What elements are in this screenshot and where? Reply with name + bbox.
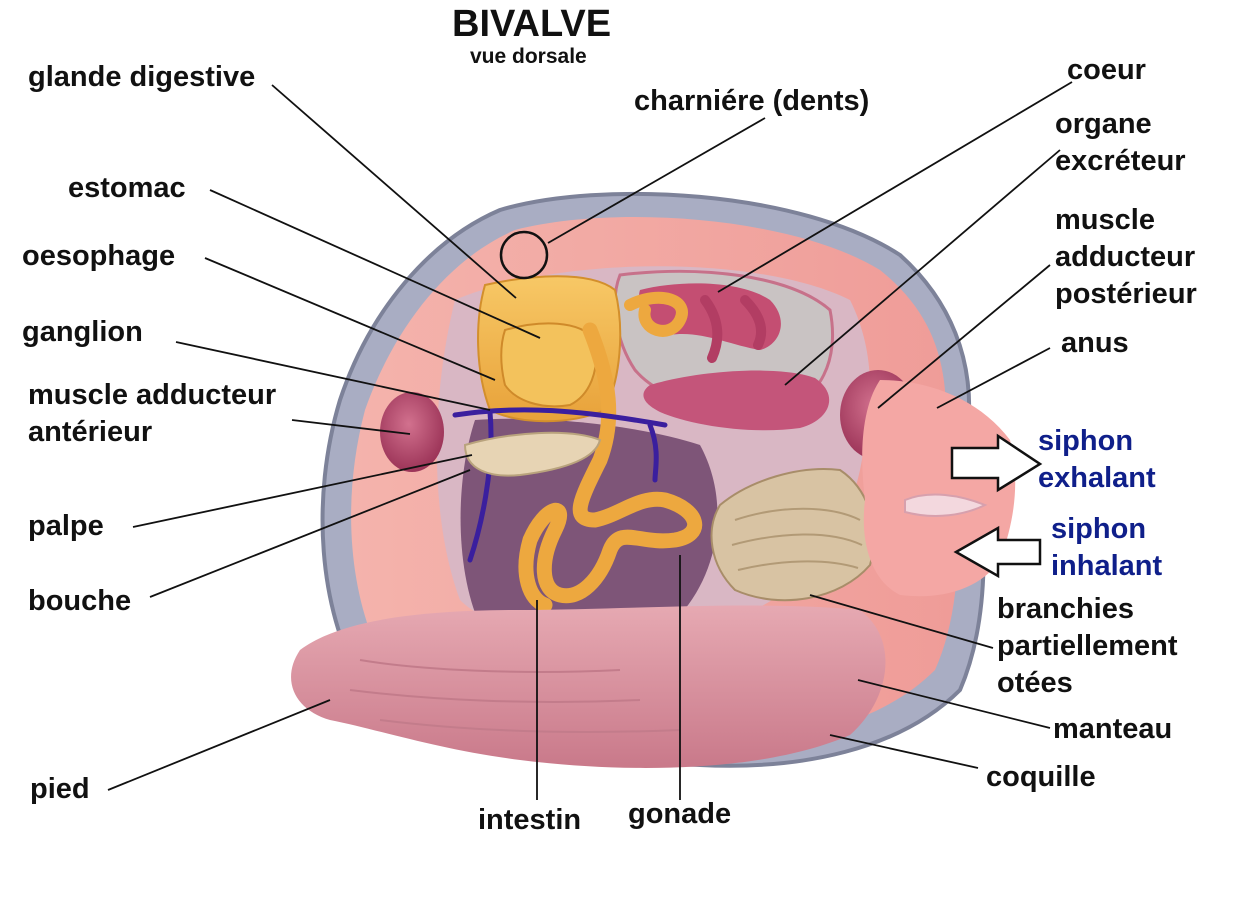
label-coeur: coeur: [1067, 54, 1146, 86]
stomach-shape: [500, 322, 598, 408]
leader-lines: [107, 81, 1073, 800]
foot-texture: [349, 659, 681, 733]
leader-coquille: [829, 734, 979, 769]
label-muscle-post-3: postérieur: [1055, 278, 1197, 310]
label-siphon-inhalant-2: inhalant: [1051, 550, 1163, 582]
siphon-opening-shape: [904, 493, 988, 517]
label-organe-2: excréteur: [1055, 145, 1186, 177]
leader-muscle-post: [877, 264, 1051, 409]
label-organe-1: organe: [1055, 108, 1152, 140]
label-anus: anus: [1061, 327, 1129, 359]
foot-shape: [291, 605, 886, 768]
leader-coeur: [717, 81, 1073, 293]
label-charniere: charniére (dents): [634, 85, 870, 117]
leader-anus: [936, 347, 1051, 409]
leader-palpe: [132, 454, 473, 528]
ventricle-shape: [700, 295, 767, 363]
leader-charniere: [547, 117, 766, 244]
leader-ganglion: [175, 341, 491, 411]
label-muscle-post-1: muscle: [1055, 204, 1155, 236]
diagram-subtitle: vue dorsale: [470, 45, 587, 68]
leader-glande: [271, 84, 517, 299]
excretory-organ-shape: [643, 370, 830, 431]
label-estomac: estomac: [68, 172, 186, 204]
leader-bouche: [149, 469, 471, 598]
nerve-shape: [452, 407, 668, 563]
label-gonade: gonade: [628, 798, 732, 830]
exhalant-arrow: [950, 433, 1043, 493]
intestine-shape: [518, 322, 703, 613]
label-muscle-ant-1: muscle adducteur: [28, 379, 277, 411]
label-glande-digestive: glande digestive: [28, 61, 256, 93]
label-intestin: intestin: [478, 804, 582, 836]
leader-estomac: [209, 189, 541, 339]
leader-branchies: [809, 594, 994, 649]
hinge-circle: [499, 230, 549, 280]
anterior-adductor-shape: [380, 392, 444, 472]
palp-shape: [463, 431, 602, 477]
gills-lines: [731, 507, 863, 571]
label-muscle-ant-2: antérieur: [28, 416, 153, 448]
label-muscle-post-2: adducteur: [1055, 241, 1196, 273]
label-siphon-exhalant-2: exhalant: [1038, 462, 1156, 494]
leader-oesophage: [204, 257, 496, 381]
label-manteau: manteau: [1053, 713, 1173, 745]
intestine-loop-top: [624, 291, 688, 337]
label-palpe: palpe: [28, 510, 104, 542]
label-ganglion: ganglion: [22, 316, 143, 348]
label-pied: pied: [30, 773, 90, 805]
leader-pied: [107, 699, 331, 791]
label-coquille: coquille: [986, 761, 1096, 793]
label-siphon-inhalant-1: siphon: [1051, 513, 1147, 545]
label-branchies-1: branchies: [997, 593, 1134, 625]
label-siphon-exhalant-1: siphon: [1038, 425, 1134, 457]
inhalant-arrow: [953, 525, 1042, 579]
label-oesophage: oesophage: [22, 240, 176, 272]
leader-organe: [784, 149, 1061, 386]
label-bouche: bouche: [28, 585, 132, 617]
leader-muscle-ant: [291, 419, 411, 435]
leader-manteau: [857, 679, 1051, 729]
label-branchies-2: partiellement: [997, 630, 1178, 662]
label-branchies-3: otées: [997, 667, 1073, 699]
diagram-title: BIVALVE: [452, 3, 612, 45]
